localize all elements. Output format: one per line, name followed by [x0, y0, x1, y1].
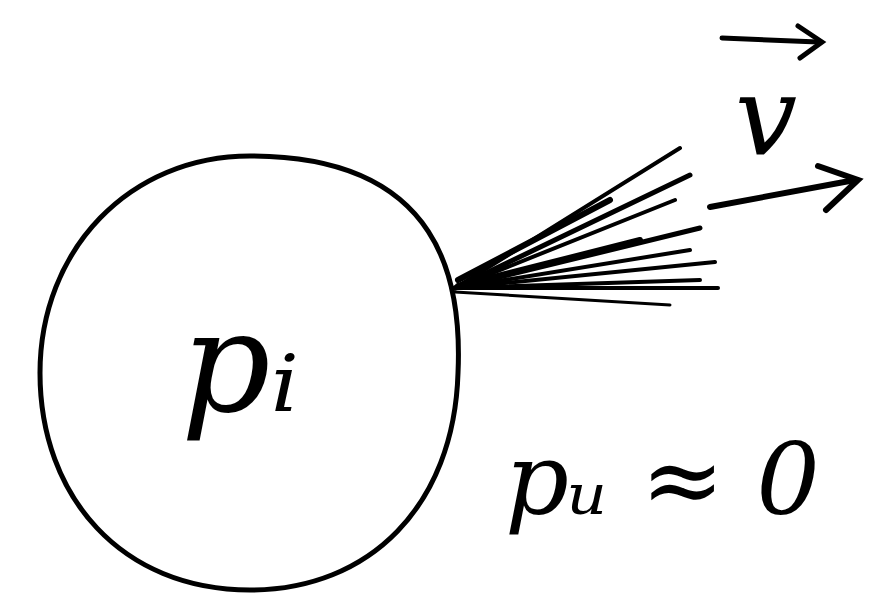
particle-circle: pᵢ: [36, 152, 464, 594]
outside-pressure: pᵤ ≈ 0: [505, 430, 820, 530]
pressure-symbol: pᵢ: [181, 293, 299, 433]
vector-arrow-sign: [722, 26, 822, 58]
circle-outline-path: [40, 156, 458, 590]
velocity-arrow: [710, 166, 858, 210]
velocity-symbol: v: [735, 62, 797, 172]
jet-spray: [455, 148, 718, 305]
